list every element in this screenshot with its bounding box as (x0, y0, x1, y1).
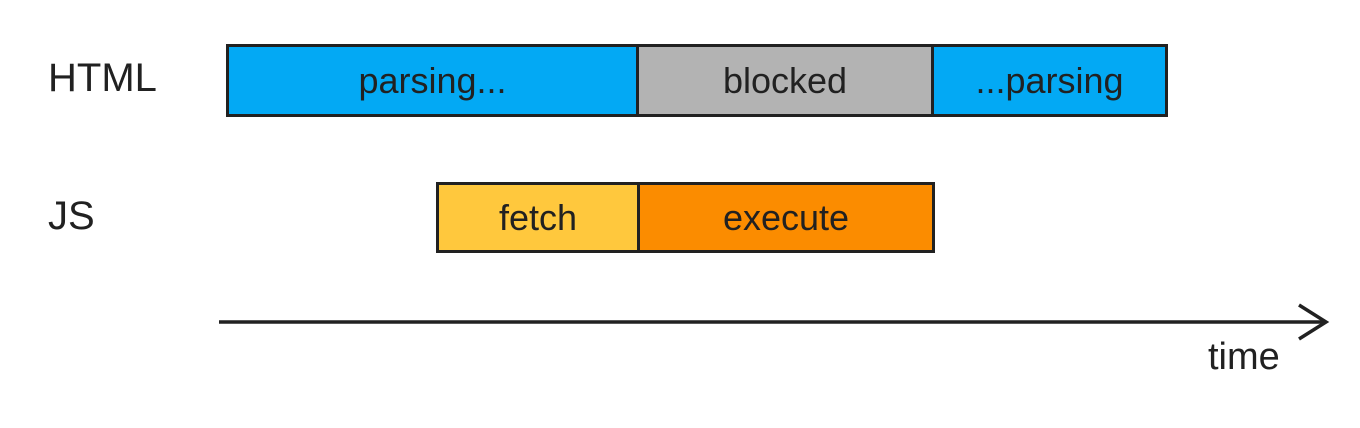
row-label-js: JS (48, 194, 95, 238)
axis-label-time: time (1208, 336, 1280, 378)
segment-fetch: fetch (439, 185, 637, 250)
arrowhead-icon (1298, 303, 1330, 341)
html-timeline-bar: parsing... blocked ...parsing (226, 44, 1168, 117)
row-label-html: HTML (48, 56, 157, 100)
segment-execute: execute (637, 185, 932, 250)
segment-blocked: blocked (636, 47, 931, 114)
js-timeline-bar: fetch execute (436, 182, 935, 253)
segment-parsing-after: ...parsing (931, 47, 1165, 114)
segment-parsing-before: parsing... (229, 47, 636, 114)
time-axis-arrow (219, 303, 1330, 341)
